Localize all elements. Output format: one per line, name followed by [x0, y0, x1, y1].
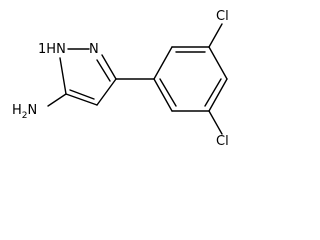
- atom-label-amine: H2N: [12, 103, 37, 121]
- bond-ar4-ar5-double: [204, 78, 222, 107]
- bond-n2-c3: [101, 54, 117, 80]
- atom-label-cl-top: Cl: [216, 9, 229, 24]
- bond-ar1-ar2: [153, 46, 173, 80]
- bond-ar3-ar4: [208, 46, 228, 80]
- bond-c4-c5: [65, 93, 98, 106]
- atom-label-cl-bottom: Cl: [216, 134, 229, 149]
- bond-ar4-ar5: [208, 78, 228, 112]
- atom-label-nh: 1HN: [38, 42, 66, 57]
- bond-c5-n1: [59, 57, 67, 95]
- bond-c4-c5-double: [69, 89, 95, 100]
- bond-c3-c4: [96, 78, 117, 106]
- bond-ar6-ar1: [153, 78, 173, 112]
- molecular-structure: 1HN N Cl Cl H2N: [12, 9, 229, 149]
- bond-ar3-cl-top: [208, 23, 223, 48]
- bond-ar6-ar1-double: [159, 78, 177, 107]
- bond-ar5-cl-bottom: [208, 110, 223, 135]
- bond-n2-c3-double: [96, 59, 111, 82]
- bond-c5-amine: [47, 93, 67, 107]
- atom-label-n2: N: [89, 42, 99, 57]
